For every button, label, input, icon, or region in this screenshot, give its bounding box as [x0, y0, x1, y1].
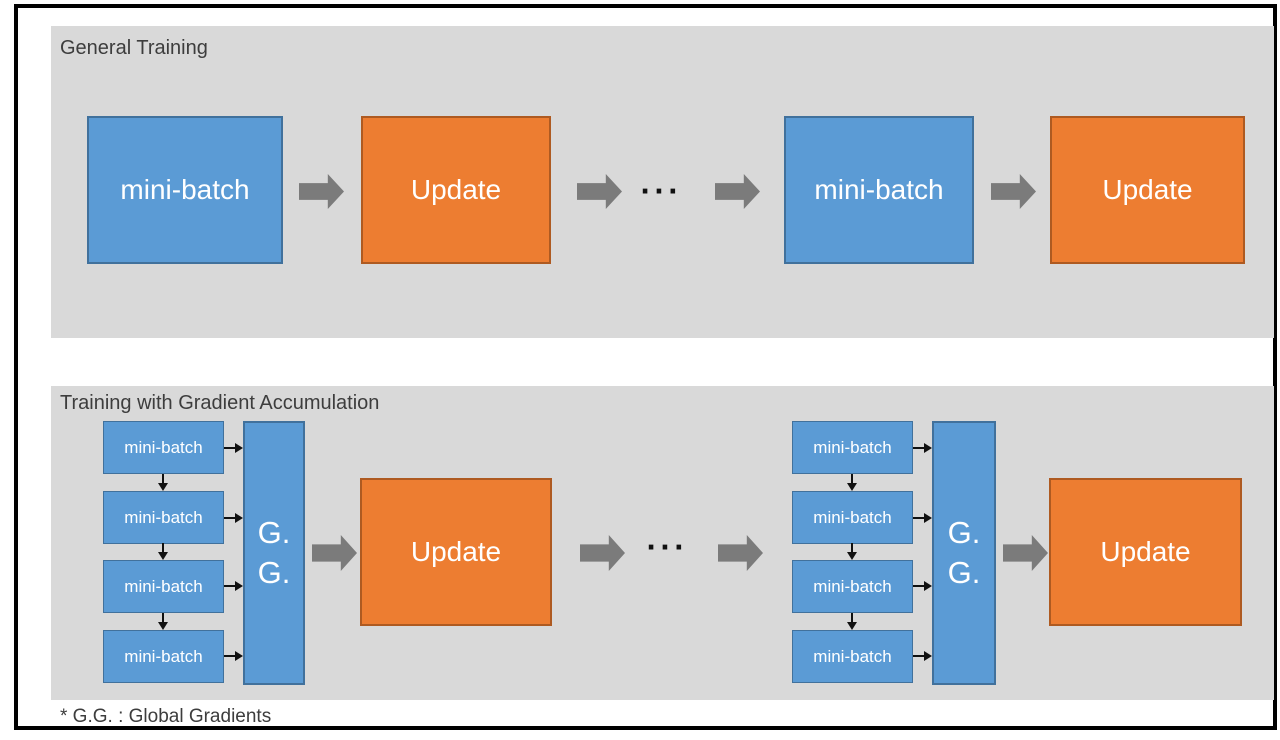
arrow-down-icon	[157, 543, 169, 560]
mini-batch-box: mini-batch	[792, 560, 913, 613]
update-box: Update	[1049, 478, 1242, 626]
mini-batch-box: mini-batch	[792, 491, 913, 544]
block-arrow-right-icon	[299, 174, 344, 209]
arrow-down-icon	[157, 474, 169, 491]
mini-batch-box: mini-batch	[103, 630, 224, 683]
global-gradients-box: G. G.	[932, 421, 996, 685]
mini-batch-box: mini-batch	[103, 491, 224, 544]
ellipsis: ···	[646, 533, 688, 563]
block-arrow-right-icon	[580, 535, 625, 571]
panel-title: General Training	[60, 37, 208, 59]
arrow-down-icon	[846, 474, 858, 491]
outer-frame: General Training mini-batch Update ··· m…	[14, 4, 1277, 730]
block-arrow-right-icon	[312, 535, 357, 571]
arrow-right-icon	[224, 512, 243, 524]
arrow-right-icon	[224, 580, 243, 592]
block-arrow-right-icon	[715, 174, 760, 209]
mini-batch-box: mini-batch	[792, 421, 913, 474]
gg-line: G.	[257, 555, 291, 590]
update-box: Update	[361, 116, 551, 264]
arrow-down-icon	[157, 613, 169, 630]
arrow-right-icon	[224, 442, 243, 454]
mini-batch-box: mini-batch	[103, 421, 224, 474]
mini-batch-box: mini-batch	[792, 630, 913, 683]
mini-batch-box: mini-batch	[87, 116, 283, 264]
ellipsis: ···	[640, 177, 682, 207]
arrow-right-icon	[913, 442, 932, 454]
block-arrow-right-icon	[577, 174, 622, 209]
gg-line: G.	[947, 515, 981, 550]
footnote: * G.G. : Global Gradients	[60, 706, 272, 727]
arrow-right-icon	[913, 512, 932, 524]
panel-title: Training with Gradient Accumulation	[60, 392, 380, 414]
block-arrow-right-icon	[718, 535, 763, 571]
update-box: Update	[360, 478, 552, 626]
global-gradients-box: G. G.	[243, 421, 305, 685]
panel-general-training: General Training mini-batch Update ··· m…	[51, 26, 1274, 338]
arrow-down-icon	[846, 543, 858, 560]
block-arrow-right-icon	[991, 174, 1036, 209]
mini-batch-box: mini-batch	[784, 116, 974, 264]
update-box: Update	[1050, 116, 1245, 264]
arrow-right-icon	[913, 580, 932, 592]
arrow-down-icon	[846, 613, 858, 630]
mini-batch-box: mini-batch	[103, 560, 224, 613]
gg-line: G.	[947, 555, 981, 590]
arrow-right-icon	[224, 650, 243, 662]
block-arrow-right-icon	[1003, 535, 1048, 571]
arrow-right-icon	[913, 650, 932, 662]
panel-gradient-accumulation: Training with Gradient Accumulation mini…	[51, 386, 1274, 700]
gg-line: G.	[257, 515, 291, 550]
